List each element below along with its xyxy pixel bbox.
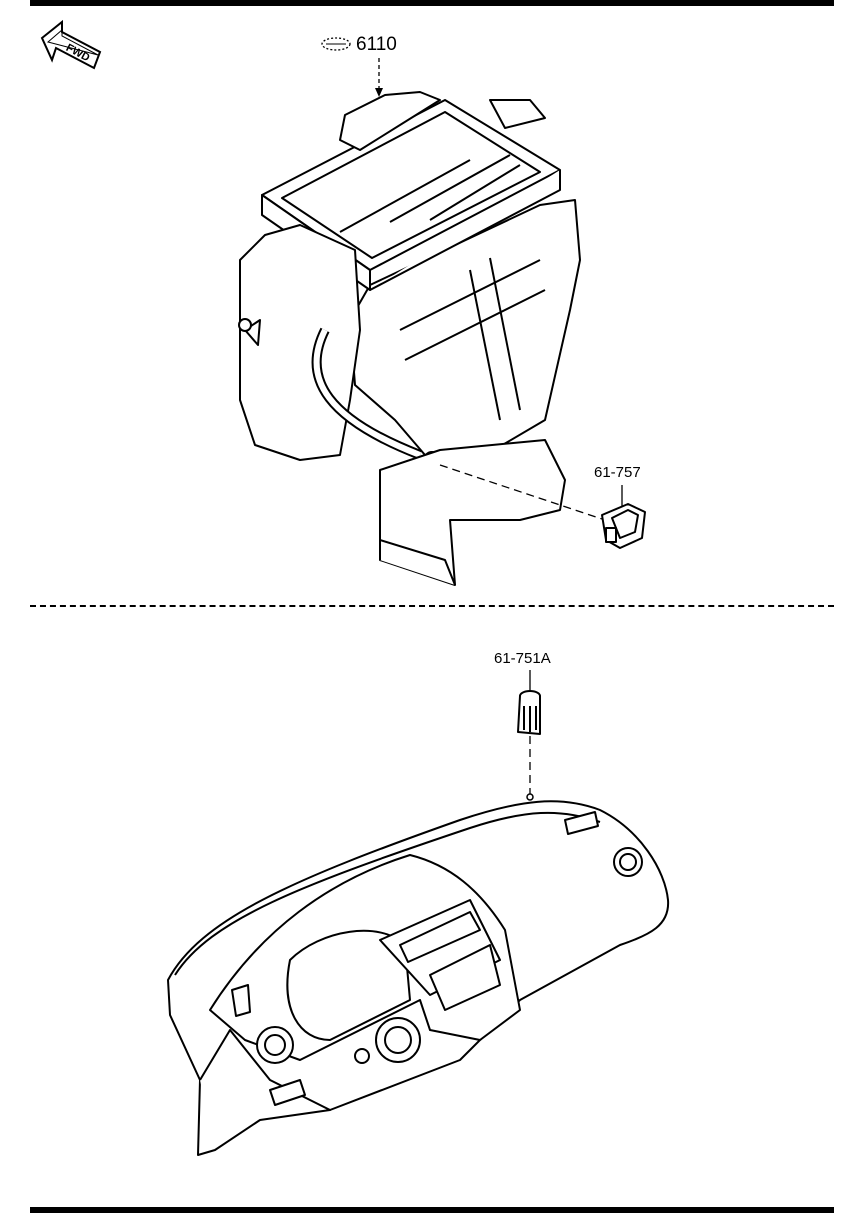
top-border-rule	[30, 0, 834, 6]
instrument-panel	[167, 800, 670, 1156]
sensor-61-757	[601, 503, 646, 549]
leader-61-757	[439, 464, 606, 521]
sensor-61-751a	[517, 690, 541, 735]
section-divider	[30, 605, 834, 607]
callout-61-751a: 61-751A	[494, 650, 551, 667]
callout-61-757: 61-757	[594, 464, 641, 481]
hvac-unit	[238, 91, 581, 586]
callout-6110: 6110	[356, 34, 397, 55]
fwd-arrow-icon: FWD	[40, 19, 102, 70]
bottom-border-rule	[30, 1207, 834, 1213]
oval-symbol-icon	[321, 37, 351, 51]
